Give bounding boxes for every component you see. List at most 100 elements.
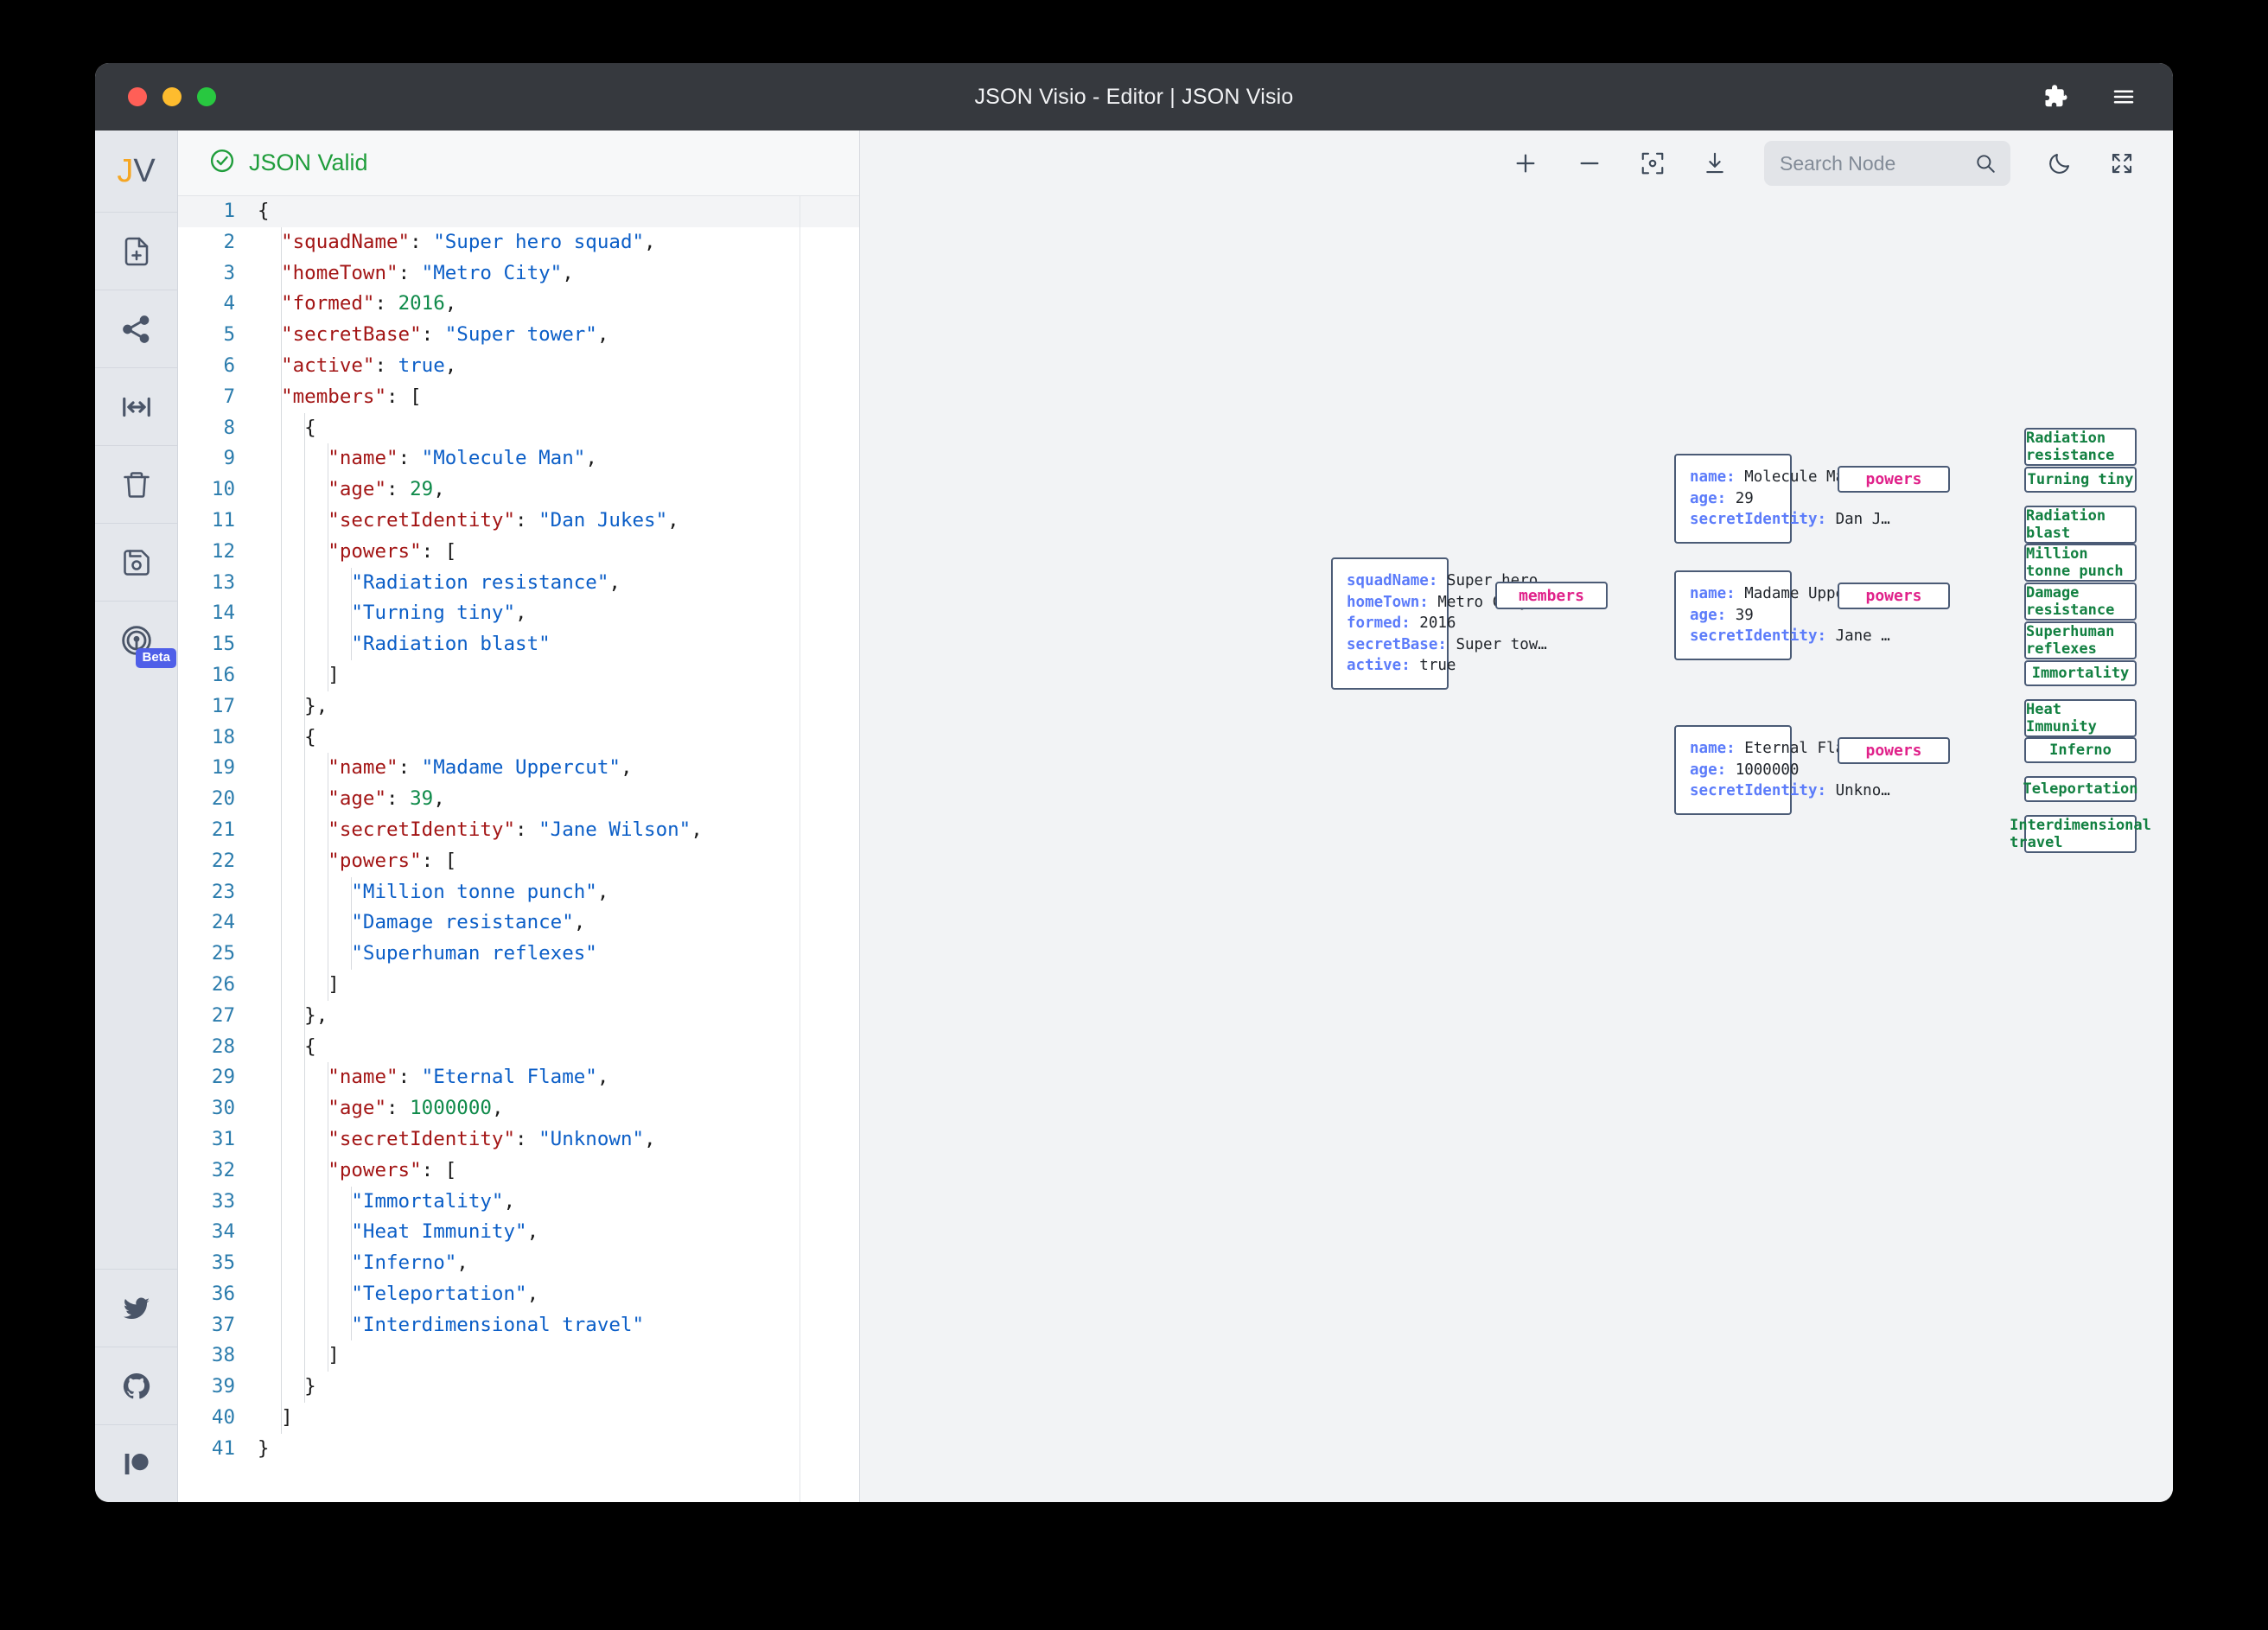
logo-letter-j: J (117, 152, 134, 189)
code-line[interactable]: 3 "homeTown": "Metro City", (178, 258, 859, 290)
code-line[interactable]: 26 ] (178, 969, 859, 1001)
code-line[interactable]: 7 "members": [ (178, 381, 859, 413)
graph-parent-node[interactable]: powers (1838, 583, 1950, 609)
sidebar-item-new-file[interactable] (95, 212, 177, 290)
token-punc: , (691, 818, 703, 841)
search-icon[interactable] (1974, 152, 1997, 175)
code-line[interactable]: 4 "formed": 2016, (178, 289, 859, 321)
sidebar-item-expand-width[interactable] (95, 367, 177, 445)
code-line[interactable]: 10 "age": 29, (178, 474, 859, 506)
search-node-box[interactable] (1764, 141, 2010, 186)
code-line[interactable]: 39 } (178, 1372, 859, 1404)
code-line[interactable]: 35 "Inferno", (178, 1248, 859, 1279)
code-line[interactable]: 31 "secretIdentity": "Unknown", (178, 1124, 859, 1156)
maximize-button[interactable] (197, 87, 216, 106)
graph-leaf-node[interactable]: Inferno (2024, 737, 2137, 763)
graph-leaf-node[interactable]: Teleportation (2023, 776, 2138, 802)
code-line[interactable]: 16 ] (178, 659, 859, 691)
code-line[interactable]: 21 "secretIdentity": "Jane Wilson", (178, 814, 859, 846)
code-line[interactable]: 27 }, (178, 1000, 859, 1032)
minimize-button[interactable] (162, 87, 182, 106)
sidebar-item-share-graph[interactable] (95, 290, 177, 367)
graph-leaf-node[interactable]: Million tonne punch (2024, 544, 2137, 582)
sidebar-item-patreon[interactable] (95, 1424, 177, 1502)
code-line[interactable]: 1{ (178, 196, 859, 227)
graph-object-node[interactable]: squadName: Super hero…homeTown: Metro Ci… (1331, 557, 1547, 690)
graph-node-row: formed: 2016 (1347, 613, 1456, 634)
code-line[interactable]: 9 "name": "Molecule Man", (178, 443, 859, 475)
graph-node-value: Dan J… (1835, 511, 1890, 528)
code-line[interactable]: 11 "secretIdentity": "Dan Jukes", (178, 505, 859, 537)
moon-icon[interactable] (2047, 150, 2073, 176)
code-line[interactable]: 18 { (178, 722, 859, 754)
line-content: "Interdimensional travel" (251, 1309, 859, 1341)
code-line[interactable]: 22 "powers": [ (178, 845, 859, 877)
graph-leaf-node[interactable]: Interdimensional travel (2010, 815, 2151, 853)
code-line[interactable]: 28 { (178, 1031, 859, 1063)
graph-leaf-node[interactable]: Superhuman reflexes (2024, 621, 2137, 659)
code-line[interactable]: 17 }, (178, 691, 859, 723)
graph-node-key: name: (1690, 585, 1745, 602)
code-line[interactable]: 13 "Radiation resistance", (178, 567, 859, 599)
code-line[interactable]: 36 "Teleportation", (178, 1278, 859, 1310)
graph-leaf-node[interactable]: Radiation blast (2024, 506, 2137, 544)
sidebar-item-delete[interactable] (95, 445, 177, 523)
code-line[interactable]: 25 "Superhuman reflexes" (178, 939, 859, 970)
graph-parent-node[interactable]: members (1495, 582, 1608, 609)
token-num: 29 (410, 478, 434, 501)
token-punc: , (456, 1251, 468, 1275)
sidebar-item-save[interactable] (95, 523, 177, 601)
code-line[interactable]: 33 "Immortality", (178, 1186, 859, 1218)
download-icon[interactable] (1702, 150, 1728, 176)
search-input[interactable] (1780, 151, 1965, 175)
fullscreen-icon[interactable] (2109, 150, 2135, 176)
code-line[interactable]: 30 "age": 1000000, (178, 1093, 859, 1124)
code-line[interactable]: 8 { (178, 412, 859, 444)
code-line[interactable]: 6 "active": true, (178, 350, 859, 382)
graph-parent-node[interactable]: powers (1838, 466, 1950, 493)
code-line[interactable]: 32 "powers": [ (178, 1155, 859, 1187)
code-lines[interactable]: 1{2 "squadName": "Super hero squad",3 "h… (178, 196, 859, 1465)
token-str: "Molecule Man" (421, 447, 586, 470)
code-line[interactable]: 19 "name": "Madame Uppercut", (178, 753, 859, 785)
code-line[interactable]: 37 "Interdimensional travel" (178, 1309, 859, 1341)
code-line[interactable]: 12 "powers": [ (178, 536, 859, 568)
check-circle-icon (209, 148, 235, 178)
code-line[interactable]: 29 "name": "Eternal Flame", (178, 1062, 859, 1094)
graph-parent-node[interactable]: powers (1838, 737, 1950, 764)
token-str: "Super hero squad" (433, 230, 645, 253)
indent-guide (351, 1186, 353, 1218)
graph-leaf-node[interactable]: Turning tiny (2024, 467, 2137, 493)
code-line[interactable]: 23 "Million tonne punch", (178, 876, 859, 908)
code-line[interactable]: 15 "Radiation blast" (178, 629, 859, 660)
code-editor[interactable]: 1{2 "squadName": "Super hero squad",3 "h… (178, 196, 859, 1502)
code-line[interactable]: 5 "secretBase": "Super tower", (178, 320, 859, 351)
code-line[interactable]: 34 "Heat Immunity", (178, 1217, 859, 1249)
graph-leaf-node[interactable]: Damage resistance (2024, 583, 2137, 621)
token-punc: : (386, 787, 411, 811)
code-line[interactable]: 20 "age": 39, (178, 784, 859, 815)
sidebar-item-cloud-beta[interactable]: Beta (95, 601, 177, 678)
sidebar-item-twitter[interactable] (95, 1269, 177, 1347)
graph-leaf-node[interactable]: Immortality (2024, 660, 2137, 686)
close-button[interactable] (128, 87, 147, 106)
code-line[interactable]: 14 "Turning tiny", (178, 598, 859, 630)
zoom-out-button[interactable] (1576, 150, 1603, 177)
graph-node-value: 1000000 (1735, 761, 1800, 779)
zoom-in-button[interactable] (1512, 150, 1539, 177)
center-focus-icon[interactable] (1640, 150, 1666, 176)
code-line[interactable]: 38 ] (178, 1340, 859, 1372)
code-line[interactable]: 41} (178, 1434, 859, 1465)
code-line[interactable]: 24 "Damage resistance", (178, 907, 859, 939)
graph-canvas[interactable]: squadName: Super hero…homeTown: Metro Ci… (860, 131, 2173, 1502)
sidebar-item-github[interactable] (95, 1347, 177, 1424)
code-line[interactable]: 40 ] (178, 1403, 859, 1434)
graph-leaf-node[interactable]: Heat Immunity (2024, 699, 2137, 737)
puzzle-icon[interactable] (2043, 84, 2069, 110)
hamburger-menu-icon[interactable] (2111, 84, 2137, 110)
graph-leaf-node[interactable]: Radiation resistance (2024, 428, 2137, 466)
code-line[interactable]: 2 "squadName": "Super hero squad", (178, 226, 859, 258)
